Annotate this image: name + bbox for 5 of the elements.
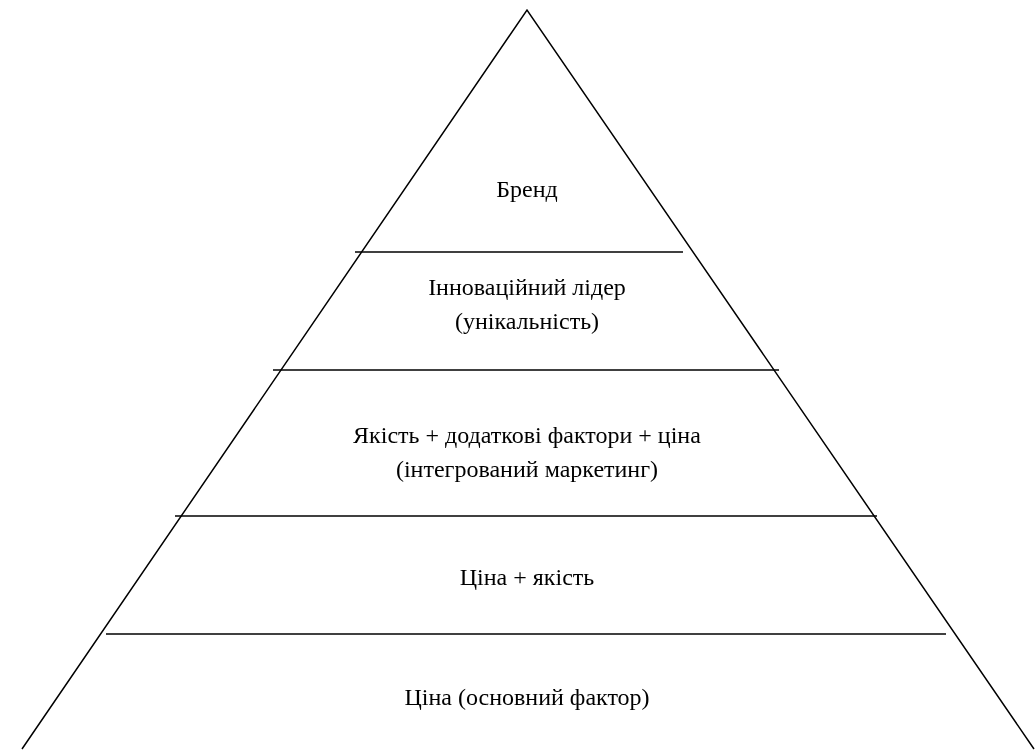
level-label: Ціна (основний фактор) xyxy=(277,680,777,714)
level-label: Якість + додаткові фактори + ціна (інтегрований маркетинг) xyxy=(287,418,767,486)
level-label: Бренд xyxy=(427,172,627,206)
level-label: Інноваційний лідер (унікальність) xyxy=(367,270,687,338)
level-label: Ціна + якість xyxy=(327,560,727,594)
